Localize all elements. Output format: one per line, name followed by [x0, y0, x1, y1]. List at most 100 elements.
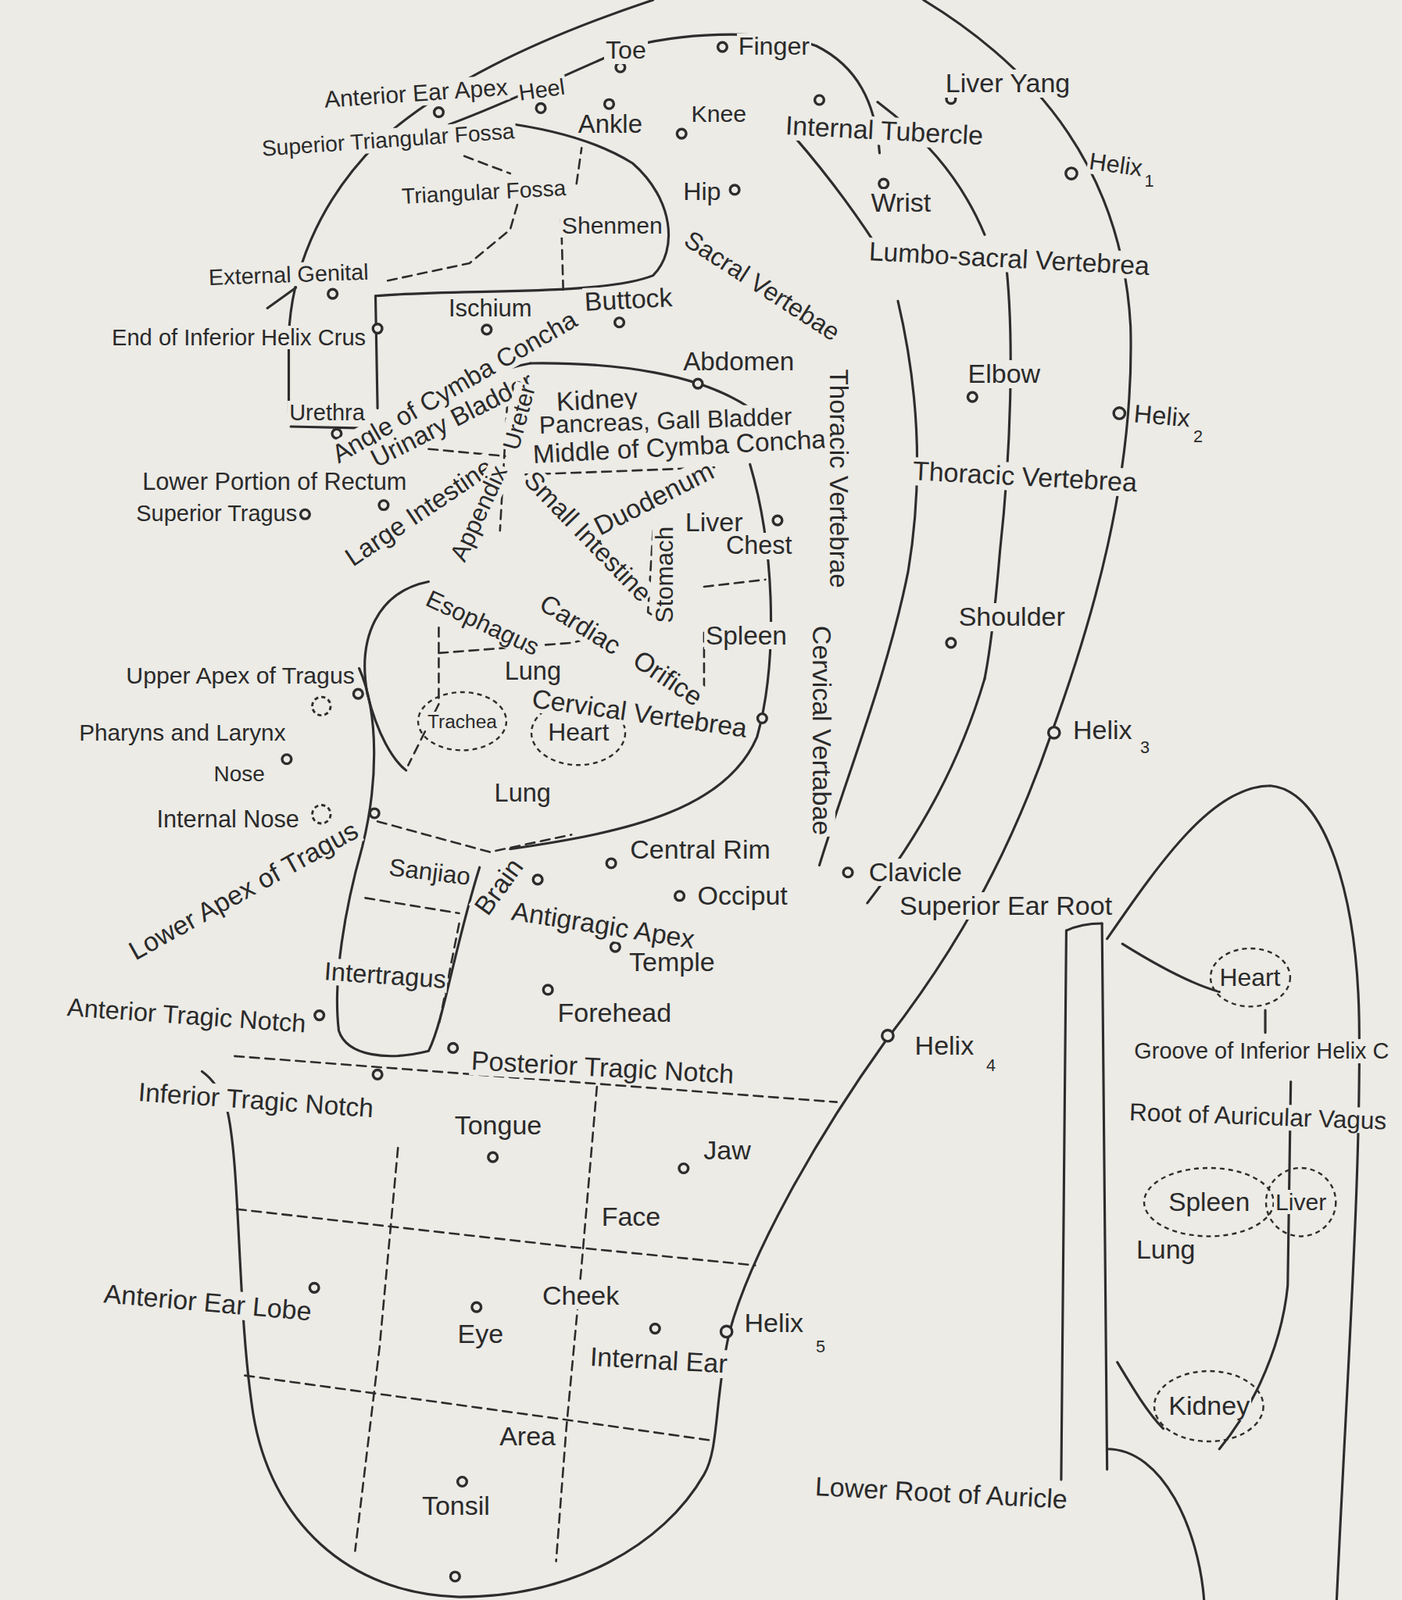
crus-bracket: [267, 287, 297, 308]
acupoint-dot: [729, 185, 740, 195]
acupoint-dot: [488, 1152, 498, 1163]
acupoint-dot: [615, 62, 626, 72]
point-label: Small Intestine: [517, 464, 658, 609]
point-label: Superior Ear Root: [897, 892, 1114, 921]
dashed-zone: Heart: [1208, 947, 1292, 1009]
acupoint-dot: [543, 985, 553, 995]
region-divider: [464, 156, 511, 174]
point-label: Spleen: [704, 622, 789, 650]
point-label: Lower Portion of Rectum: [140, 469, 408, 495]
dashed-zone: Liver: [1264, 1166, 1338, 1238]
zone-label: Liver: [1273, 1190, 1328, 1216]
acupoint-dot: [606, 858, 616, 869]
helix-edge: [202, 0, 1132, 1598]
region-divider: [364, 897, 459, 914]
point-label: Chest: [724, 532, 794, 560]
zone-label: Heart: [546, 719, 611, 746]
ear-back-line: [1117, 1362, 1164, 1430]
point-label: Liver Yang: [944, 69, 1072, 98]
ear-back-outline: [1107, 786, 1360, 1600]
point-label: Occiput: [696, 882, 790, 911]
point-label: Triangular Fossa: [399, 176, 569, 209]
point-label: Anterior Tragic Notch: [64, 994, 308, 1038]
zone-label: Heart: [1217, 965, 1282, 991]
point-label: Buttock: [582, 283, 675, 316]
point-label: Superior Tragus: [134, 501, 299, 526]
point-label: Tongue: [453, 1112, 544, 1141]
point-label: Tonsil: [420, 1492, 492, 1521]
point-label: Heel: [515, 74, 569, 105]
acupoint-dot: [448, 1044, 458, 1054]
ear-back-line: [1107, 1449, 1205, 1600]
acupoint-dot: [772, 515, 783, 526]
ear-root: [1101, 923, 1108, 1470]
acupoint-dot: [536, 103, 546, 114]
point-label: Anterior Ear Lobe: [100, 1280, 315, 1327]
acupoint-dot: [457, 1477, 468, 1488]
point-label: Toe: [604, 37, 648, 65]
region-divider: [428, 449, 505, 457]
acupoint-dot: [615, 318, 625, 328]
point-label: Lung: [503, 658, 563, 685]
point-label: Lumbo-sacral Vertebrea: [866, 237, 1152, 280]
subscript-number: 3: [1138, 739, 1152, 758]
point-label: Inferior Tragic Notch: [135, 1078, 376, 1123]
subscript-number: 4: [984, 1057, 998, 1076]
inferior-crus: [375, 296, 378, 409]
dashed-point: [312, 805, 332, 825]
zone-ellipse: [1210, 948, 1291, 1007]
point-label: Anterior Ear Apex: [321, 74, 510, 112]
point-label: Cheek: [540, 1282, 621, 1311]
zone-label: Kidney: [1166, 1392, 1252, 1421]
lobe-grid: [236, 1209, 755, 1267]
region-divider: [377, 821, 572, 852]
point-label: Ankle: [576, 110, 644, 139]
zone-label: Spleen: [1166, 1188, 1252, 1217]
point-label: Hip: [681, 178, 723, 206]
point-label: Antigragic Apex: [507, 897, 698, 955]
point-label: Urethra: [287, 400, 367, 425]
point-label: Lower Root of Auricle: [812, 1473, 1070, 1515]
zone-ellipse: [1154, 1371, 1264, 1442]
point-label: Shenmen: [560, 213, 665, 239]
acupoint-dot: [482, 325, 492, 335]
acupoint-dot: [353, 689, 363, 699]
point-label: Helix: [743, 1309, 806, 1338]
point-label: External Genital: [207, 260, 372, 290]
point-label: Elbow: [966, 360, 1043, 389]
acupoint-dot: [946, 638, 956, 648]
acupoint-dot: [843, 868, 853, 878]
point-label: Eye: [456, 1320, 506, 1349]
acupoint-dot: [882, 1030, 894, 1042]
point-label: Internal Ear: [587, 1343, 730, 1379]
point-label: Thoracic Vertebrea: [910, 457, 1140, 498]
point-label: Internal Tubercle: [783, 111, 986, 151]
ear-root: [1065, 923, 1102, 931]
point-label: Nose: [212, 762, 267, 786]
acupoint-dot: [328, 289, 338, 299]
acupoint-dot: [309, 1283, 319, 1293]
acupoint-dot: [472, 1302, 482, 1313]
acupoint-dot: [720, 1326, 732, 1338]
point-label: Helix: [1131, 400, 1194, 433]
point-label: Upper Apex of Tragus: [124, 663, 357, 689]
point-label: Thoracic Vertebrae: [825, 367, 853, 590]
point-label: Area: [497, 1423, 558, 1452]
point-label: Ischium: [447, 296, 534, 322]
point-label: Forehead: [556, 999, 674, 1028]
region-divider: [704, 579, 766, 587]
point-label: Central Rim: [628, 836, 772, 865]
subscript-number: 5: [814, 1338, 827, 1357]
acupoint-dot: [450, 1572, 460, 1582]
point-label: Superior Triangular Fossa: [259, 119, 517, 161]
acupoint-dot: [379, 500, 389, 511]
point-label: Cervical Vertabae: [807, 624, 836, 837]
point-label: Shoulder: [957, 603, 1067, 632]
acupoint-dot: [314, 1011, 325, 1021]
point-label: Groove of Inferior Helix C: [1132, 1039, 1391, 1063]
zone-label: Trachea: [425, 711, 499, 733]
point-label: Helix: [1086, 149, 1146, 183]
acupoint-dot: [967, 392, 977, 402]
lobe-grid: [244, 1376, 715, 1442]
